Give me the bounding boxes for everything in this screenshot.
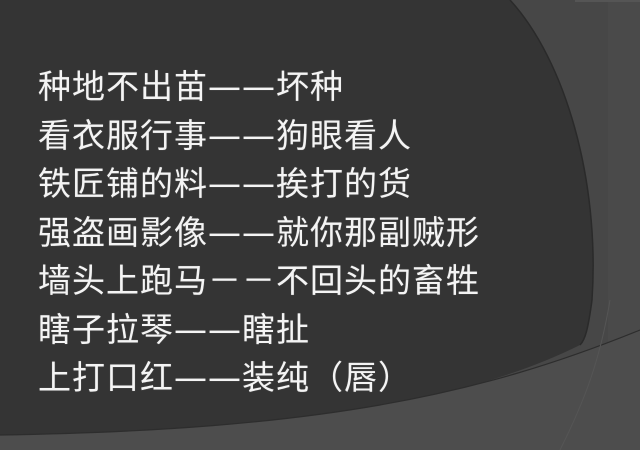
- text-line-7: 上打口红——装纯（唇）: [38, 358, 412, 397]
- text-line-6: 瞎子拉琴——瞎扯: [38, 309, 310, 349]
- text-line-2: 看衣服行事——狗眼看人: [38, 115, 412, 155]
- text-line-4: 强盗画影像——就你那副贼形: [38, 212, 480, 252]
- slide-text-body: 种地不出苗——坏种 看衣服行事——狗眼看人 铁匠铺的料——挨打的货 强盗画影像—…: [38, 63, 480, 403]
- text-line-5: 墙头上跑马－－不回头的畜牲: [38, 261, 480, 300]
- text-line-1: 种地不出苗——坏种: [38, 67, 344, 106]
- text-line-3: 铁匠铺的料——挨打的货: [38, 164, 412, 203]
